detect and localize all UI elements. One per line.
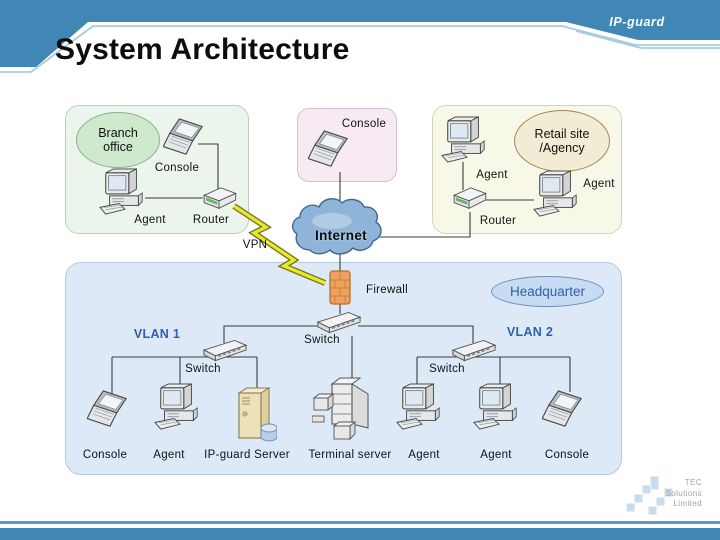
retail-site-oval: Retail site /Agency <box>514 110 610 172</box>
headquarter-oval: Headquarter <box>491 276 604 307</box>
vlan2-switch-label: Switch <box>429 363 465 375</box>
footer-band <box>0 528 720 540</box>
logo-steps-icon <box>625 475 674 516</box>
header-band <box>0 0 720 73</box>
brand-label: IP-guard <box>609 15 665 29</box>
desktop-icon <box>472 383 522 431</box>
hq-agent-label: Agent <box>153 449 185 461</box>
hq-console-label: Console <box>544 449 590 461</box>
switch-icon <box>451 338 497 364</box>
router-icon <box>450 186 488 212</box>
router-icon <box>200 186 238 212</box>
branch-agent-label: Agent <box>134 214 166 226</box>
ipguard-server-label: IP-guard Server <box>204 449 290 461</box>
retail-agent-label: Agent <box>476 169 508 181</box>
branch-console-label: Console <box>154 162 200 174</box>
retail-site-title-line2: /Agency <box>539 141 585 155</box>
branch-office-title: Branch office <box>98 126 138 154</box>
core-switch-label: Switch <box>304 334 340 346</box>
laptop-icon <box>308 130 354 170</box>
internet-label: Internet <box>315 228 367 243</box>
logo-line1: TEC <box>684 478 702 487</box>
desktop-icon <box>153 383 203 431</box>
terminal-server-label: Terminal server <box>308 449 392 461</box>
footer-stripe <box>0 521 720 524</box>
remote-console-box <box>297 108 397 182</box>
hq-agent-label: Agent <box>408 449 440 461</box>
logo-line2: Solutions <box>665 488 702 498</box>
server-icon <box>233 386 277 444</box>
logo-line3: Limited <box>673 499 702 508</box>
vpn-label: VPN <box>242 239 268 251</box>
desktop-icon <box>440 116 490 164</box>
switch-icon <box>202 338 248 364</box>
desktop-icon <box>532 170 582 218</box>
terminal-server-icon <box>312 376 376 444</box>
retail-router-label: Router <box>479 215 517 227</box>
laptop-icon <box>542 390 588 430</box>
hq-agent-label: Agent <box>480 449 512 461</box>
retail-agent-label: Agent <box>583 178 615 190</box>
branch-office-oval: Branch office <box>76 112 160 168</box>
hq-console-label: Console <box>82 449 128 461</box>
retail-site-title-line1: Retail site <box>534 127 590 141</box>
desktop-icon <box>395 383 445 431</box>
vlan1-label: VLAN 1 <box>133 327 181 341</box>
vlan2-label: VLAN 2 <box>506 325 554 339</box>
desktop-icon <box>98 168 148 216</box>
remote-console-label: Console <box>341 118 387 130</box>
headquarter-title: Headquarter <box>509 283 586 299</box>
branch-router-label: Router <box>192 214 230 226</box>
laptop-icon <box>87 390 133 430</box>
firewall-icon <box>327 268 355 308</box>
internet-cloud <box>292 198 382 255</box>
switch-icon <box>316 310 362 336</box>
vlan1-switch-label: Switch <box>185 363 221 375</box>
tec-solutions-logo: TEC Solutions Limited <box>620 474 720 520</box>
page-title: System Architecture <box>55 33 350 66</box>
laptop-icon <box>163 118 209 158</box>
firewall-label: Firewall <box>365 284 409 296</box>
vpn-lightning-icon <box>232 203 327 286</box>
